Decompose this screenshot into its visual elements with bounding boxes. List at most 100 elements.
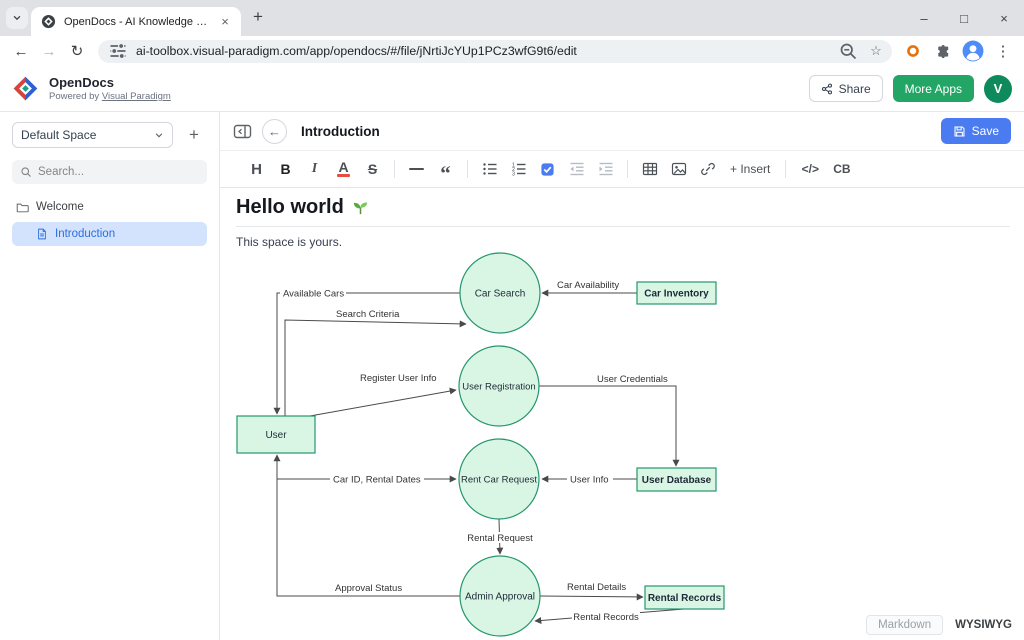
toolbar-separator [627, 160, 628, 178]
process-label: User Registration [462, 382, 535, 393]
table-icon [642, 161, 658, 177]
wysiwyg-mode-label[interactable]: WYSIWYG [955, 619, 1012, 631]
search-input[interactable] [38, 166, 199, 178]
close-window-icon[interactable]: × [984, 0, 1024, 36]
doc-paragraph[interactable]: This space is yours. [236, 235, 1010, 249]
markdown-mode-button[interactable]: Markdown [866, 615, 943, 635]
flow-label: User Info [570, 475, 609, 486]
space-selector[interactable]: Default Space [12, 122, 173, 148]
link-icon [700, 161, 716, 177]
flow-label: Approval Status [335, 583, 402, 594]
outdent-icon [569, 161, 585, 177]
more-apps-button[interactable]: More Apps [893, 75, 974, 102]
share-button[interactable]: Share [809, 75, 883, 102]
add-space-button[interactable]: + [181, 122, 207, 148]
extensions-puzzle-icon[interactable] [930, 38, 956, 64]
page-tree: Welcome Introduction [12, 196, 207, 246]
workspace: Default Space + Welcome [0, 112, 1024, 640]
opendocs-logo [12, 75, 39, 102]
search-icon [20, 166, 32, 178]
tree-item-label: Welcome [36, 201, 84, 213]
toggle-sidebar-button[interactable] [233, 123, 252, 140]
browser-profile-avatar[interactable] [960, 38, 986, 64]
svg-text:3: 3 [512, 172, 515, 177]
heading-button[interactable]: H [242, 156, 271, 182]
doc-heading-text: Hello world [236, 194, 344, 220]
font-color-button[interactable]: A [329, 156, 358, 182]
header-actions: Share More Apps V [809, 75, 1012, 103]
toolbar-separator [785, 160, 786, 178]
dataflow-diagram[interactable]: Available Cars Search Criteria Car Avail… [236, 251, 736, 640]
link-button[interactable] [693, 156, 722, 182]
checklist-icon [540, 162, 555, 177]
save-button[interactable]: Save [941, 118, 1011, 144]
editor-main: ← Introduction Save H B I A S “ [220, 112, 1024, 640]
indent-button[interactable] [591, 156, 620, 182]
insert-button[interactable]: + Insert [722, 156, 778, 182]
share-icon [821, 83, 833, 95]
sidebar-search[interactable] [12, 160, 207, 184]
code-block-button[interactable]: CB [827, 156, 856, 182]
address-bar[interactable]: ai-toolbox.visual-paradigm.com/app/opend… [98, 40, 892, 63]
flow-line-user-credentials [539, 386, 676, 466]
powered-by: Powered by Visual Paradigm [49, 91, 171, 102]
flow-line-search-criteria [285, 320, 466, 416]
powered-by-text: Powered by [49, 91, 99, 102]
user-avatar[interactable]: V [984, 75, 1012, 103]
tab-search-button[interactable] [6, 7, 28, 29]
tree-item-introduction[interactable]: Introduction [12, 222, 207, 246]
tab-close-icon[interactable]: × [217, 14, 233, 30]
strikethrough-button[interactable]: S [358, 156, 387, 182]
editor-toolbar: H B I A S “ 123 [220, 150, 1024, 188]
bookmark-star-icon[interactable]: ☆ [866, 41, 886, 61]
seedling-emoji [351, 198, 370, 217]
forward-button[interactable]: → [36, 38, 62, 64]
browser-tab[interactable]: OpenDocs - AI Knowledge Base × [31, 7, 241, 36]
entity-label: Rental Records [648, 593, 722, 604]
entity-label: User Database [642, 475, 712, 486]
document-title: Introduction [301, 124, 380, 139]
app-header: OpenDocs Powered by Visual Paradigm Shar… [0, 66, 1024, 112]
italic-button[interactable]: I [300, 156, 329, 182]
horizontal-rule-icon [409, 168, 424, 170]
inline-code-button[interactable]: </> [793, 156, 827, 182]
checklist-button[interactable] [533, 156, 562, 182]
extension-orange-icon[interactable] [900, 38, 926, 64]
site-info-icon[interactable] [108, 41, 128, 61]
table-button[interactable] [635, 156, 664, 182]
flow-label: User Credentials [597, 374, 668, 385]
flow-label: Rental Request [467, 533, 533, 544]
reload-button[interactable]: ↻ [64, 38, 90, 64]
bullet-list-button[interactable] [475, 156, 504, 182]
image-icon [671, 161, 687, 177]
browser-menu-icon[interactable]: ⋮ [990, 38, 1016, 64]
document-topbar: ← Introduction Save [220, 112, 1024, 150]
document-content[interactable]: Hello world This space is yours. [220, 188, 1024, 640]
save-icon [953, 125, 966, 138]
minimize-icon[interactable]: – [904, 0, 944, 36]
process-label: Rent Car Request [461, 475, 537, 486]
indent-icon [598, 161, 614, 177]
entity-label: User [265, 430, 287, 441]
numbered-list-button[interactable]: 123 [504, 156, 533, 182]
new-tab-button[interactable]: + [245, 4, 271, 30]
back-button[interactable]: ← [8, 38, 34, 64]
url-text[interactable]: ai-toolbox.visual-paradigm.com/app/opend… [136, 44, 830, 58]
bold-button[interactable]: B [271, 156, 300, 182]
save-label: Save [972, 124, 999, 138]
font-color-bar [337, 174, 350, 177]
numbered-list-icon: 123 [511, 161, 527, 177]
image-button[interactable] [664, 156, 693, 182]
navbar-right: ⋮ [900, 38, 1016, 64]
blockquote-button[interactable]: “ [431, 156, 460, 182]
zoom-icon[interactable] [838, 41, 858, 61]
outdent-button[interactable] [562, 156, 591, 182]
maximize-icon[interactable]: □ [944, 0, 984, 36]
flow-label: Available Cars [283, 289, 344, 300]
doc-heading[interactable]: Hello world [236, 194, 1010, 227]
tree-item-welcome[interactable]: Welcome [12, 196, 207, 218]
visual-paradigm-link[interactable]: Visual Paradigm [102, 91, 171, 102]
doc-back-button[interactable]: ← [262, 119, 287, 144]
process-label: Car Search [475, 289, 526, 300]
horizontal-rule-button[interactable] [402, 156, 431, 182]
